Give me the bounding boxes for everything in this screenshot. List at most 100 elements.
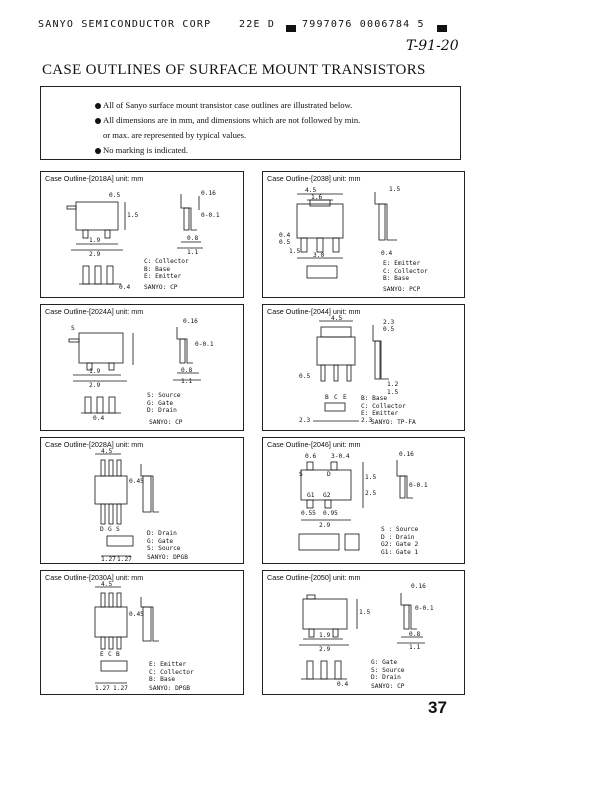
lead [86,362,93,371]
handwritten-note: T-91-20 [406,38,459,54]
bottom-view [106,535,134,547]
dim-label: 2.9 [319,522,331,529]
dim-label: E [343,394,347,401]
lead-bottom-view [108,396,116,414]
dim-label: 0-0.1 [415,605,434,612]
dim-label: 0.16 [411,583,426,590]
side-body [179,338,186,364]
outline-caption: Case Outline-[2038] unit: mm [267,174,361,183]
outline-caption: Case Outline-[2018A] unit: mm [45,174,144,183]
outline-drawing [296,192,397,279]
side-view [180,194,197,231]
lead [68,338,80,343]
package-body [316,336,356,366]
dim-label: 0.45 [129,478,144,485]
outline-panel-2018a: Case Outline-[2018A] unit: mm 0.16 0.5 0… [40,171,244,298]
dim-label: 0-0.1 [195,341,214,348]
lead [100,503,106,525]
bottom-view [324,402,346,412]
outline-drawing [298,460,413,551]
dim-label: G2 [323,492,331,499]
barcode-block-icon [286,19,296,37]
lead [116,503,122,525]
side-view [140,597,159,642]
bullet-icon [95,118,101,125]
dim-label: 0.5 [299,373,311,380]
dim-label: 0-0.1 [201,212,220,219]
note-line: No marking is indicated. [95,143,460,158]
outline-drawing [68,327,201,414]
dim-label: B [116,651,120,658]
side-body [183,207,190,231]
dim-label: S [299,471,303,478]
side-view [176,327,193,364]
lead [108,592,114,608]
dim-label: 0.5 [109,192,121,199]
lead-bottom-view [84,396,92,414]
outline-caption: Case Outline-[2030A] unit: mm [45,573,144,582]
marking-label: SANYO: PCP [383,286,421,293]
outline-panel-2044: Case Outline-[2044] unit: mm 4.5 2.3 0.5… [262,304,465,431]
outline-caption: Case Outline-[2024A] unit: mm [45,307,144,316]
outline-caption: Case Outline-[2050] unit: mm [267,573,361,582]
outline-caption: Case Outline-[2044] unit: mm [267,307,361,316]
outline-drawing [94,586,159,684]
marking-label: SANYO: TP-FA [371,419,416,426]
marking-label: SANYO: CP [371,683,405,690]
lead [308,628,315,638]
lead [100,592,106,608]
package-body [94,606,128,638]
lead [306,499,314,509]
dim-label: 2.3 [299,417,311,424]
dim-label: 0.4 [337,681,349,688]
notes-box: All of Sanyo surface mount transistor ca… [40,86,461,160]
lead [346,364,352,382]
lead [324,499,332,509]
dim-label: C [334,394,338,401]
side-view [140,464,159,513]
lead [100,636,106,650]
bottom-view [100,660,128,672]
dim-label: G [108,526,112,533]
dim-label: 1.5 [289,248,301,255]
package-body [75,201,119,231]
lead [104,229,111,239]
dim-label: 4.5 [101,448,113,455]
lead [116,592,122,608]
dim-label: 1.5 [387,389,399,396]
outline-drawing [313,320,389,422]
outline-panel-2038: Case Outline-[2038] unit: mm 4.5 1.6 1.5… [262,171,465,298]
dim-label: E [100,651,104,658]
dim-label: 1.27 [113,685,128,692]
dim-label: 1.5 [359,609,371,616]
lead [108,459,114,477]
dim-label: 0.8 [409,631,421,638]
lead [306,594,316,600]
bullet-icon [95,103,101,110]
lead [116,636,122,650]
outline-panel-2024a: Case Outline-[2024A] unit: mm 0.16 0-0.1… [40,304,244,431]
outline-panel-2030a: Case Outline-[2030A] unit: mm 4.5 0.45 1… [40,570,244,695]
dim-label: 1.1 [409,644,421,651]
side-body [399,475,406,499]
outline-caption: Case Outline-[2046] unit: mm [267,440,361,449]
package-body [94,475,128,505]
lead [82,229,89,239]
bullet-icon [95,148,101,155]
lead [108,636,114,650]
lead [66,205,77,210]
lead-bottom-view [306,660,314,680]
note-line: or max. are represented by typical value… [103,130,247,140]
package-body [78,332,124,364]
bottom-view [298,533,340,551]
dim-label: 2.3 [361,417,373,424]
dim-label: 1.27 [101,556,116,563]
lead [320,364,326,382]
dim-label: 1.1 [187,249,199,256]
lead-bottom-view [82,265,90,285]
dim-label: C [108,651,112,658]
